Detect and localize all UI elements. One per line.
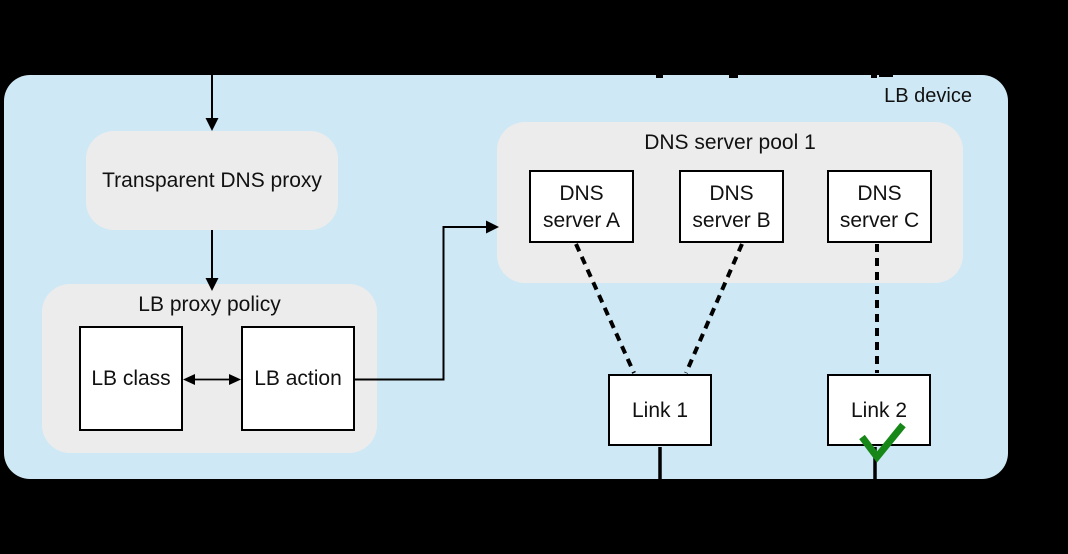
lb-class-node: LB class (79, 326, 183, 431)
lb-proxy-policy-group: LB proxy policy LB class LB action (42, 284, 377, 453)
link-2-label: Link 2 (850, 398, 908, 422)
lb-proxy-policy-title: LB proxy policy (138, 293, 281, 316)
lb-action-node: LB action (241, 326, 355, 431)
dns-server-c-line1: DNS (857, 181, 902, 205)
dns-server-a-line2: server A (542, 208, 621, 232)
dns-server-c-node: DNS server C (827, 170, 932, 243)
dns-server-a-line1: DNS (559, 181, 604, 205)
link-1-node: Link 1 (608, 374, 712, 446)
dns-server-a-node: DNS server A (529, 170, 634, 243)
transparent-dns-proxy-label: Transparent DNS proxy (102, 168, 322, 192)
dns-server-b-line1: DNS (709, 181, 754, 205)
lb-device-label: LB device (884, 85, 972, 107)
lb-action-label: LB action (254, 367, 342, 390)
transparent-dns-proxy-box: Transparent DNS proxy (86, 131, 338, 230)
link-2-node: Link 2 (827, 374, 931, 446)
dns-server-pool-title: DNS server pool 1 (644, 131, 816, 154)
dns-server-b-node: DNS server B (679, 170, 784, 243)
dns-server-b-line2: server B (692, 208, 771, 232)
link-1-label: Link 1 (631, 398, 689, 422)
lb-class-label: LB class (91, 367, 171, 390)
dns-server-pool-group: DNS server pool 1 DNS server A DNS serve… (497, 122, 963, 283)
dns-server-c-line2: server C (839, 208, 920, 232)
